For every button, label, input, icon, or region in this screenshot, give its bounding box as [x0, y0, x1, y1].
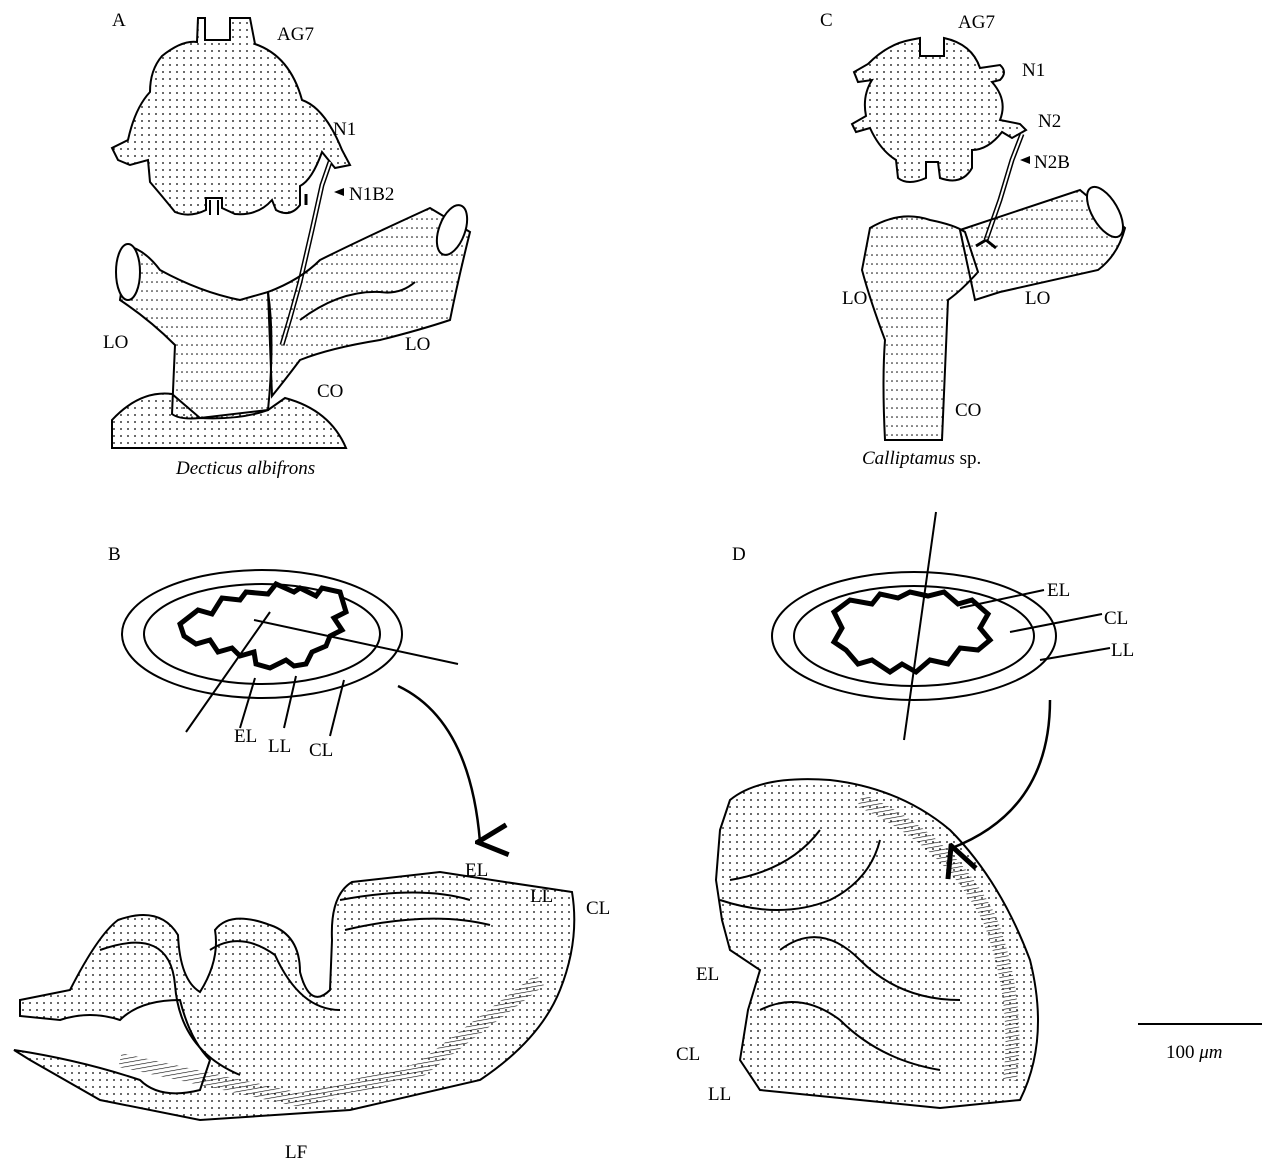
- scale-bar: 100 μm: [1138, 1024, 1262, 1063]
- label-lo-right-a: LO: [405, 334, 430, 355]
- label-co-a: CO: [317, 381, 343, 402]
- oviduct-left-a-opening: [116, 244, 140, 300]
- pointer-n1b2: [334, 188, 344, 196]
- panel-c-letter: C: [820, 10, 833, 31]
- label-lo-right-c: LO: [1025, 288, 1050, 309]
- pointer-n2b: [1020, 156, 1030, 164]
- label-ll-section-b: LL: [530, 886, 553, 907]
- panel-a: A AG7 N1 N1B2 LO LO CO Decticus albifron…: [103, 10, 473, 479]
- label-lf: LF: [285, 1142, 307, 1163]
- ganglion-a: [112, 18, 350, 215]
- panel-b-letter: B: [108, 544, 121, 565]
- label-cl-d: CL: [1104, 608, 1128, 629]
- label-el-section-d: EL: [696, 964, 719, 985]
- label-n1b2: N1B2: [349, 184, 394, 205]
- label-ll-b: LL: [268, 736, 291, 757]
- species-c-suffix: sp.: [960, 448, 982, 469]
- scale-bar-value: 100: [1166, 1042, 1195, 1063]
- section-b-lumen: [180, 584, 346, 668]
- tissue-b: [14, 872, 574, 1120]
- panel-b: B EL LL CL EL LL CL LF: [14, 544, 610, 1163]
- ganglion-c: [852, 38, 1026, 182]
- label-n1-c: N1: [1022, 60, 1045, 81]
- label-lo-left-a: LO: [103, 332, 128, 353]
- panel-d: D EL CL LL EL CL LL: [676, 512, 1134, 1108]
- label-el-section-b: EL: [465, 860, 488, 881]
- label-ll-section-d: LL: [708, 1084, 731, 1105]
- label-cl-section-d: CL: [676, 1044, 700, 1065]
- panel-d-letter: D: [732, 544, 746, 565]
- scale-bar-unit: μm: [1198, 1042, 1222, 1063]
- label-el-d: EL: [1047, 580, 1070, 601]
- section-d-lumen: [834, 592, 990, 672]
- label-n2-c: N2: [1038, 111, 1061, 132]
- label-n2b: N2B: [1034, 152, 1070, 173]
- label-n1-a: N1: [333, 119, 356, 140]
- scale-bar-label: 100 μm: [1166, 1042, 1223, 1063]
- species-c-genus: Calliptamus: [862, 448, 955, 469]
- label-lo-left-c: LO: [842, 288, 867, 309]
- panel-c: C AG7 N1 N2 N2B LO LO CO Calliptamus sp.: [820, 10, 1130, 469]
- label-cl-section-b: CL: [586, 898, 610, 919]
- label-cl-b: CL: [309, 740, 333, 761]
- label-co-c: CO: [955, 400, 981, 421]
- label-ag7-a: AG7: [277, 24, 314, 45]
- label-ag7-c: AG7: [958, 12, 995, 33]
- oviduct-left-a: [120, 246, 272, 419]
- label-ll-d: LL: [1111, 640, 1134, 661]
- arrow-d: [952, 700, 1050, 848]
- label-el-b: EL: [234, 726, 257, 747]
- species-a: Decticus albifrons: [175, 458, 315, 479]
- panel-a-letter: A: [112, 10, 126, 31]
- ganglion-a-nerve-stubs: [210, 200, 218, 215]
- arrow-b: [398, 686, 480, 842]
- species-c: Calliptamus sp.: [862, 448, 981, 469]
